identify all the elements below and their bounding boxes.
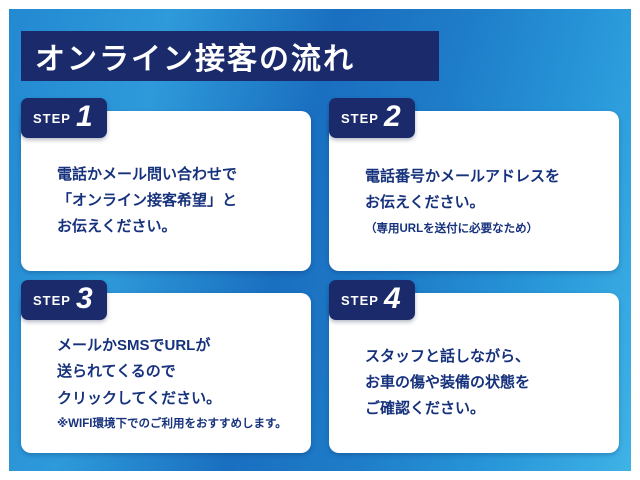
step-card-3: STEP 3 メールかSMSでURLが 送られてくるので クリックしてください。… — [21, 280, 311, 453]
step-note: （専用URLを送付に必要なため） — [365, 222, 539, 235]
step-text-line: 送られてくるので — [57, 363, 176, 381]
steps-grid: STEP 1 電話かメール問い合わせで 「オンライン接客希望」と お伝えください… — [21, 98, 619, 453]
step-text-line: お車の傷や装備の状態を — [365, 373, 531, 391]
page-title: オンライン接客の流れ — [21, 31, 439, 81]
blue-gradient-background: オンライン接客の流れ STEP 1 電話かメール問い合わせで 「オンライン接客希… — [9, 9, 631, 471]
step-text-line: スタッフと話しながら、 — [365, 347, 531, 365]
step-card-1: STEP 1 電話かメール問い合わせで 「オンライン接客希望」と お伝えください… — [21, 98, 311, 271]
page-title-text: オンライン接客の流れ — [35, 43, 355, 76]
step-card-4: STEP 4 スタッフと話しながら、 お車の傷や装備の状態を ご確認ください。 — [329, 280, 619, 453]
step-badge-label: STEP — [33, 110, 71, 126]
step-text-line: メールかSMSでURLが — [57, 337, 211, 354]
step-card-2: STEP 2 電話番号かメールアドレスを お伝えください。 （専用URLを送付に… — [329, 98, 619, 271]
step-note: ※WIFI環境下でのご利用をおすすめします。 — [57, 417, 287, 430]
step-text-line: お伝えください。 — [365, 194, 485, 212]
step-badge-label: STEP — [341, 292, 379, 308]
step-text-line: 電話かメール問い合わせで — [57, 165, 238, 183]
step-number: 4 — [383, 282, 401, 315]
step-badge-label: STEP — [33, 292, 71, 308]
step-badge-label: STEP — [341, 110, 379, 126]
step-number: 1 — [75, 100, 93, 133]
step-badge-4: STEP 4 — [329, 280, 415, 320]
step-text-line: 「オンライン接客希望」と — [57, 191, 238, 209]
step-text-line: ご確認ください。 — [365, 400, 486, 418]
step-badge-3: STEP 3 — [21, 280, 107, 320]
step-text-line: お伝えください。 — [57, 218, 177, 236]
step-badge-1: STEP 1 — [21, 98, 107, 138]
step-text-line: クリックしてください。 — [57, 389, 222, 407]
step-text-line: 電話番号かメールアドレスを — [365, 168, 561, 186]
step-badge-2: STEP 2 — [329, 98, 415, 138]
step-number: 3 — [75, 282, 93, 315]
step-number: 2 — [383, 100, 401, 133]
